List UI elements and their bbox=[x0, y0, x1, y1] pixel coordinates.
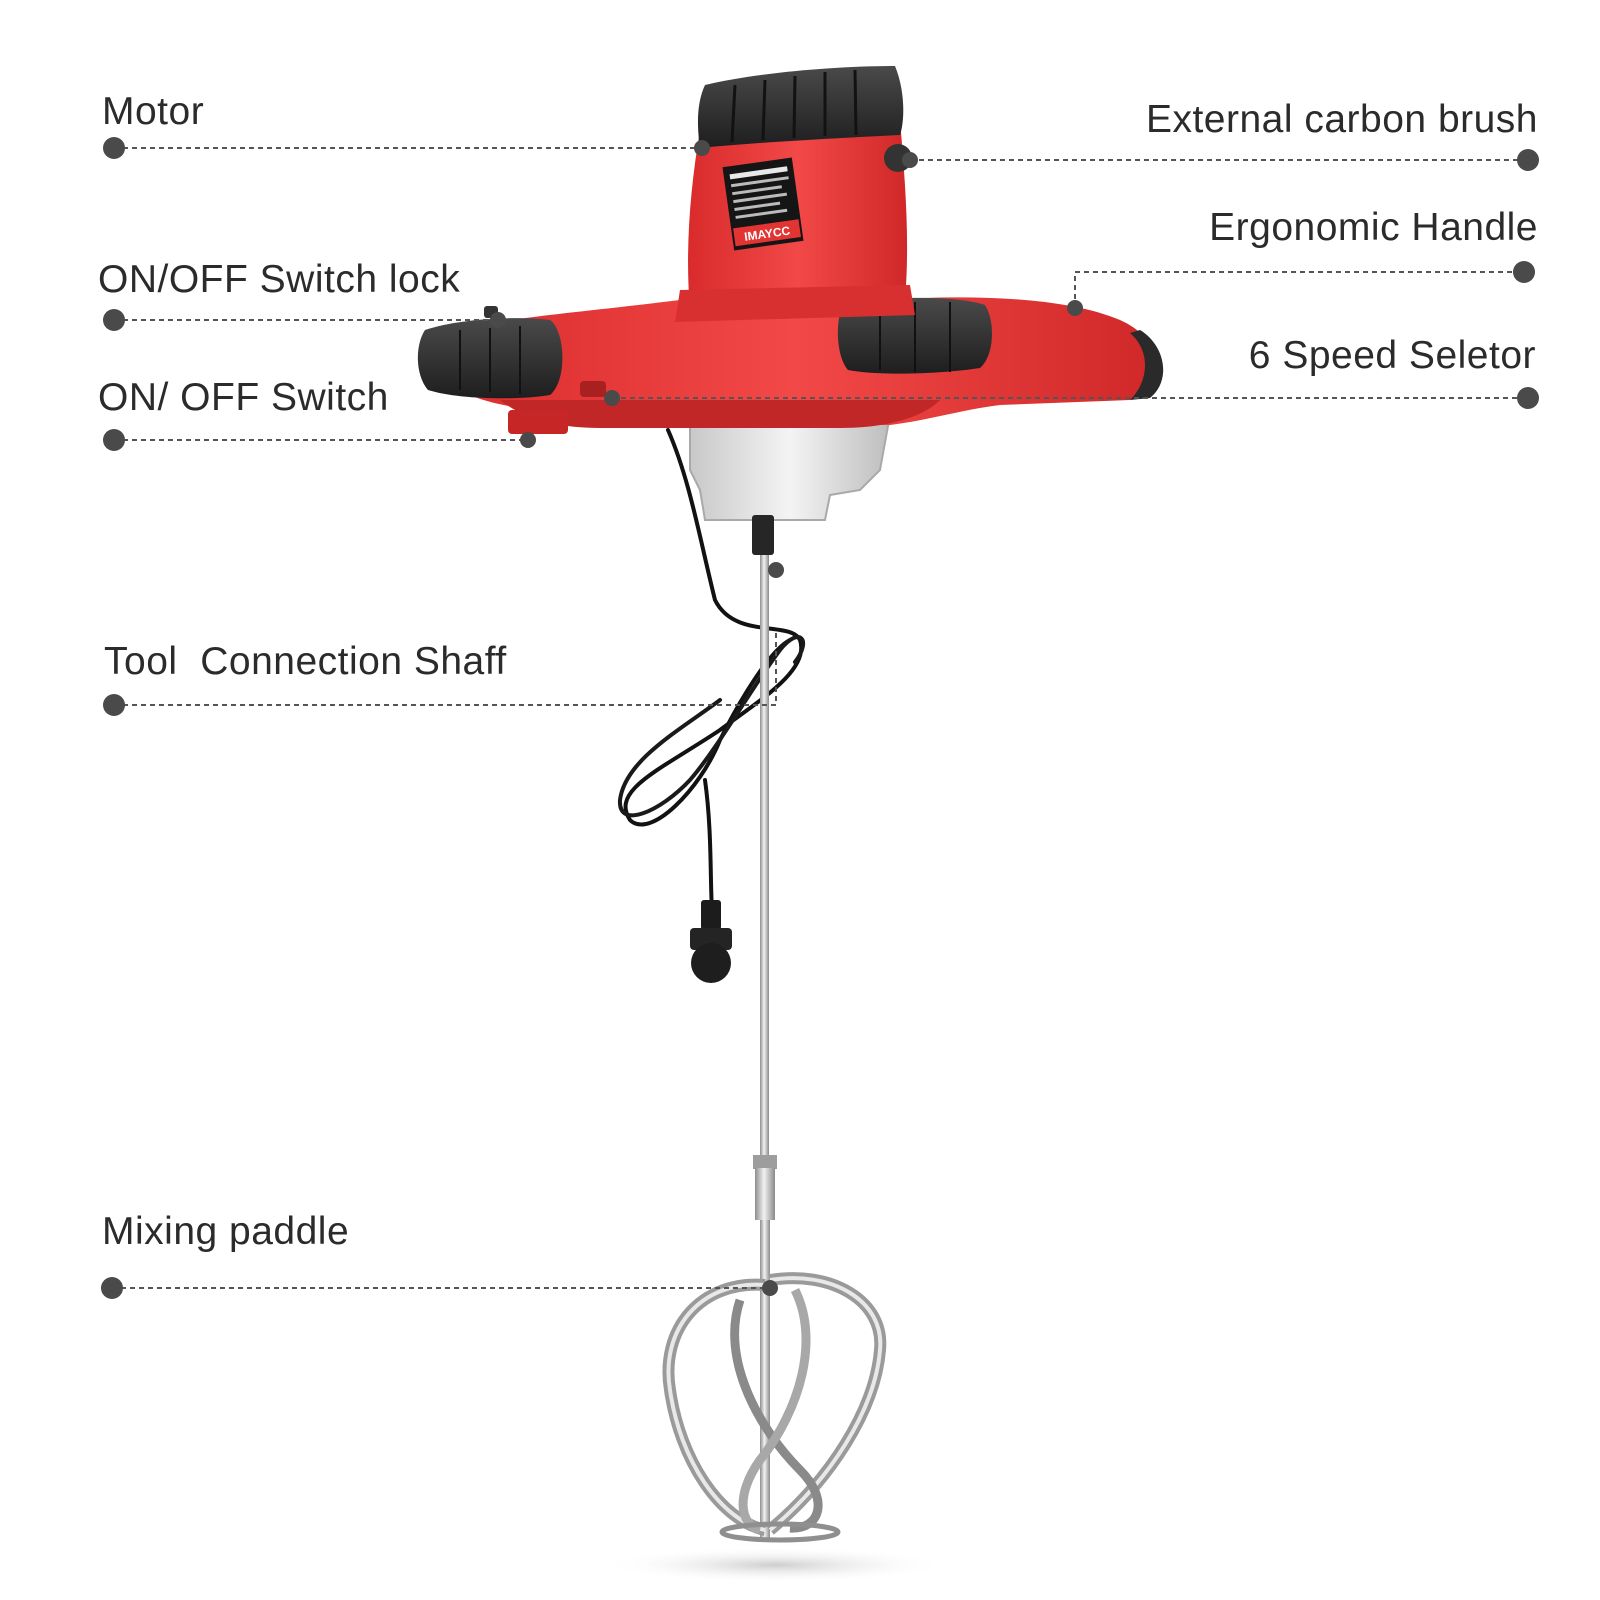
leader-ergonomic-handle bbox=[1074, 271, 1524, 308]
shaft-lower bbox=[760, 1220, 770, 1540]
power-cord-loop bbox=[617, 635, 806, 818]
leader-tool-shaft bbox=[114, 632, 777, 706]
right-handle-end bbox=[1130, 330, 1164, 400]
left-grip bbox=[417, 318, 563, 399]
dot-handle-left bbox=[1067, 300, 1083, 316]
label-external-carbon-brush: External carbon brush bbox=[1145, 98, 1538, 141]
shaft-coupling-hex bbox=[755, 1168, 775, 1220]
label-ergonomic-handle: Ergonomic Handle bbox=[1209, 206, 1538, 249]
dot-paddle-left bbox=[101, 1277, 123, 1299]
dot-carbon-right bbox=[1517, 149, 1539, 171]
power-plug bbox=[690, 900, 732, 983]
dot-shaft-left bbox=[103, 694, 125, 716]
dot-motor-right bbox=[694, 140, 710, 156]
dot-speed-right bbox=[1517, 387, 1539, 409]
label-tool-connection-shaft: Tool Connection Shaff bbox=[104, 640, 507, 683]
dot-handle-right bbox=[1513, 261, 1535, 283]
dot-carbon-left bbox=[902, 152, 918, 168]
brand-logo: IMAYCC bbox=[743, 224, 791, 244]
dot-lock-left bbox=[103, 309, 125, 331]
motor-cap bbox=[697, 66, 904, 148]
shaft-coupling bbox=[753, 1155, 777, 1169]
rating-label: IMAYCC bbox=[722, 157, 804, 251]
leader-dots bbox=[101, 137, 1539, 1299]
label-speed-selector: 6 Speed Seletor bbox=[1248, 334, 1536, 377]
dot-shaft-right bbox=[768, 562, 784, 578]
leader-lines bbox=[112, 147, 1528, 1289]
on-off-switch bbox=[508, 410, 568, 434]
motor-collar bbox=[675, 285, 915, 322]
label-motor: Motor bbox=[102, 90, 205, 133]
dot-paddle-right bbox=[762, 1280, 778, 1296]
label-switch-lock: ON/OFF Switch lock bbox=[98, 258, 461, 301]
gearbox-housing bbox=[689, 414, 892, 521]
label-mixing-paddle: Mixing paddle bbox=[102, 1210, 350, 1253]
mixing-paddle bbox=[662, 1272, 887, 1543]
dot-motor-left bbox=[103, 137, 125, 159]
ground-shadow bbox=[600, 1547, 950, 1583]
handle-underside bbox=[500, 400, 940, 428]
motor-cap-ribs bbox=[730, 69, 858, 143]
speed-selector bbox=[580, 381, 606, 397]
label-on-off-switch: ON/ OFF Switch bbox=[98, 376, 389, 419]
dot-lock-right bbox=[490, 312, 506, 328]
chuck bbox=[752, 515, 774, 555]
dot-switch-left bbox=[103, 429, 125, 451]
shaft bbox=[760, 520, 769, 1160]
dot-speed-left bbox=[604, 390, 620, 406]
dot-switch-right bbox=[520, 432, 536, 448]
